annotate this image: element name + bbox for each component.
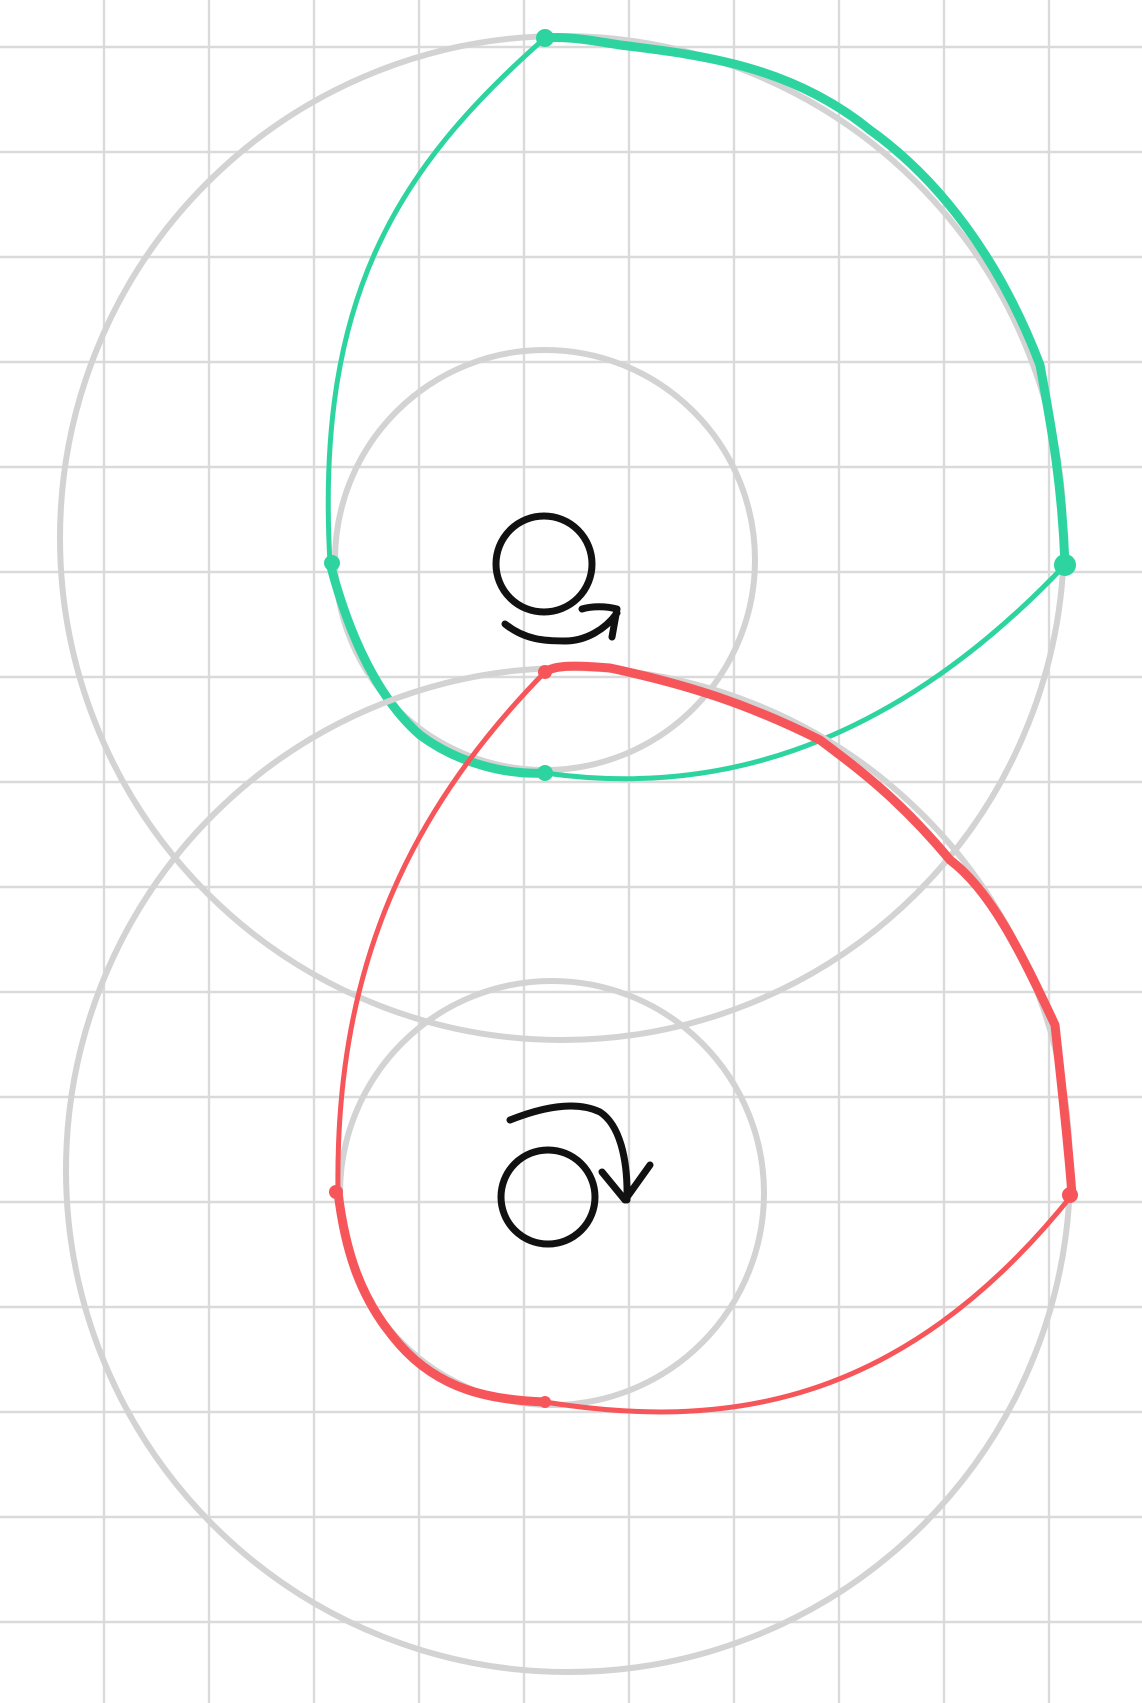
bottom-curve-left-arc (335, 669, 548, 1195)
bottom-vertex-top (538, 665, 552, 679)
bottom-figure (63, 661, 1078, 1675)
top-vertex-left (324, 555, 340, 571)
top-curve-lower-right-arc (542, 562, 1068, 782)
bottom-inner-guide-circle (337, 978, 767, 1408)
bottom-curve-lower-left-arc (333, 1187, 550, 1407)
top-vertex-right (1054, 554, 1076, 576)
top-outer-guide-circle (57, 33, 1067, 1043)
top-curve-upper-right-arc (540, 33, 1070, 570)
top-clockwise-arrow-icon (501, 603, 621, 645)
bottom-curve-upper-right-arc (540, 661, 1077, 1200)
top-curve-left-arc (325, 35, 548, 566)
bottom-clockwise-arrow-icon (506, 1102, 654, 1204)
top-curve-lower-left-arc (325, 558, 550, 778)
top-vertex-top (536, 29, 554, 47)
bottom-hub-circle-icon (497, 1146, 599, 1248)
bottom-vertex-left (329, 1185, 343, 1199)
bottom-curve-lower-right-arc (542, 1192, 1075, 1415)
top-figure (57, 29, 1076, 1043)
top-vertex-bottom (537, 765, 553, 781)
bottom-vertex-bottom (539, 1396, 551, 1408)
top-hub-circle-icon (492, 512, 596, 616)
bottom-vertex-right (1062, 1187, 1078, 1203)
bottom-outer-guide-circle (63, 665, 1073, 1675)
